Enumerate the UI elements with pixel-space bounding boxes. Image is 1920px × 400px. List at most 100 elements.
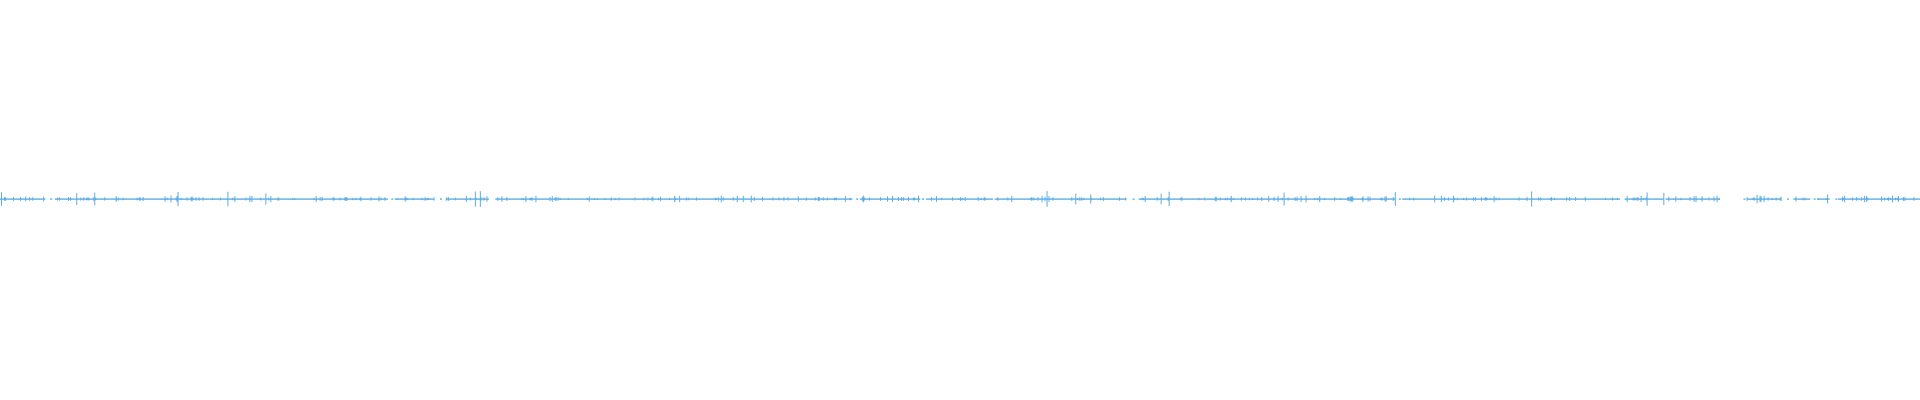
waveform-peak: [1495, 197, 1497, 201]
waveform-dot: [391, 198, 394, 200]
waveform-peak: [1844, 195, 1846, 203]
waveform-peak: [1554, 197, 1556, 201]
waveform-segment: [1327, 198, 1349, 200]
waveform-peak: [1248, 197, 1250, 201]
waveform-peak: [643, 197, 645, 201]
waveform-dot: [50, 198, 53, 200]
waveform-peak: [192, 197, 194, 201]
waveform-peak: [1031, 197, 1033, 201]
waveform-peak: [506, 197, 508, 201]
waveform-peak: [787, 197, 789, 201]
waveform-peak: [604, 197, 606, 201]
waveform-peak: [952, 197, 954, 201]
waveform-peak: [814, 197, 816, 201]
waveform-peak: [117, 197, 119, 201]
waveform-peak: [525, 195, 527, 203]
waveform-peak: [1090, 194, 1092, 204]
waveform-peak: [1645, 197, 1647, 201]
waveform-segment: [300, 198, 342, 200]
waveform-peak: [355, 197, 357, 201]
waveform-peak: [1894, 197, 1896, 201]
waveform-peak: [1489, 197, 1491, 201]
waveform-segment: [1438, 198, 1485, 200]
waveform-peak: [1518, 197, 1520, 201]
waveform-peak: [1392, 197, 1394, 201]
waveform-peak: [1350, 196, 1352, 202]
waveform-peak: [1384, 196, 1386, 202]
waveform-peak: [1864, 196, 1866, 202]
waveform-peak: [1756, 194, 1758, 204]
waveform-peak: [412, 197, 414, 201]
waveform-peak: [984, 197, 986, 201]
waveform-peak: [195, 197, 197, 201]
waveform-segment: [1793, 198, 1811, 200]
waveform-peak: [1566, 197, 1568, 201]
waveform-segment: [1091, 198, 1127, 200]
waveform-peak: [104, 197, 106, 201]
waveform-segment: [720, 198, 760, 200]
waveform-peak: [95, 197, 97, 201]
waveform-peak: [1091, 197, 1093, 201]
waveform-segment: [253, 198, 301, 200]
waveform-peak: [941, 197, 943, 201]
waveform-segment: [682, 198, 721, 200]
waveform-peak: [1160, 193, 1162, 205]
waveform-dot: [1132, 198, 1135, 200]
waveform-peak: [1584, 197, 1586, 201]
waveform-peak: [1883, 197, 1885, 201]
waveform-peak: [685, 197, 687, 201]
waveform-peak: [1230, 195, 1232, 203]
waveform-peak: [190, 197, 192, 201]
waveform-peak: [1718, 197, 1720, 201]
waveform-peak: [384, 197, 386, 201]
waveform-peak: [339, 197, 341, 201]
waveform-peak: [783, 197, 785, 201]
waveform-peak: [535, 195, 537, 203]
waveform-peak: [245, 197, 247, 201]
waveform-peak: [1007, 197, 1009, 201]
waveform-peak: [1349, 196, 1351, 202]
waveform-peak: [1334, 197, 1336, 201]
waveform-peak: [1752, 197, 1754, 201]
waveform-dot: [925, 198, 928, 200]
waveform-peak: [1538, 197, 1540, 201]
waveform-peak: [647, 197, 649, 201]
waveform-peak: [1300, 195, 1302, 203]
waveform-peak: [695, 197, 697, 201]
waveform-peak: [1440, 195, 1442, 203]
waveform-segment: [1067, 198, 1092, 200]
waveform-peak: [914, 197, 916, 201]
waveform-peak: [674, 195, 676, 203]
waveform-peak: [1052, 197, 1054, 201]
waveform-peak: [555, 197, 557, 201]
waveform-peak: [660, 196, 662, 202]
waveform-peak: [1268, 196, 1270, 202]
waveform-peak: [1484, 197, 1486, 201]
waveform-peak: [1296, 196, 1298, 202]
waveform-peak: [1261, 197, 1263, 201]
waveform-peak: [1474, 197, 1476, 201]
waveform-peak: [567, 197, 569, 201]
waveform-segment: [941, 198, 961, 200]
waveform-segment: [1904, 198, 1919, 200]
waveform-peak: [1456, 197, 1458, 201]
waveform-segment: [1528, 198, 1546, 200]
waveform-peak: [596, 197, 598, 201]
waveform-segment: [1484, 198, 1529, 200]
waveform-peak: [426, 197, 428, 201]
waveform-peak: [1081, 197, 1083, 201]
waveform-peak: [175, 197, 177, 201]
waveform-peak: [20, 197, 22, 201]
waveform-peak: [1843, 197, 1845, 201]
waveform-peak: [918, 195, 920, 203]
waveform-segment: [1682, 198, 1721, 200]
waveform-segment: [1838, 198, 1873, 200]
waveform-peak: [750, 195, 752, 203]
waveform-peak: [1889, 197, 1891, 201]
waveform-peak: [1646, 192, 1648, 206]
waveform-peak: [1443, 197, 1445, 201]
waveform-peak: [1675, 196, 1677, 202]
waveform-peak: [1746, 197, 1748, 201]
waveform-peak: [844, 196, 846, 202]
waveform-segment: [1037, 198, 1068, 200]
